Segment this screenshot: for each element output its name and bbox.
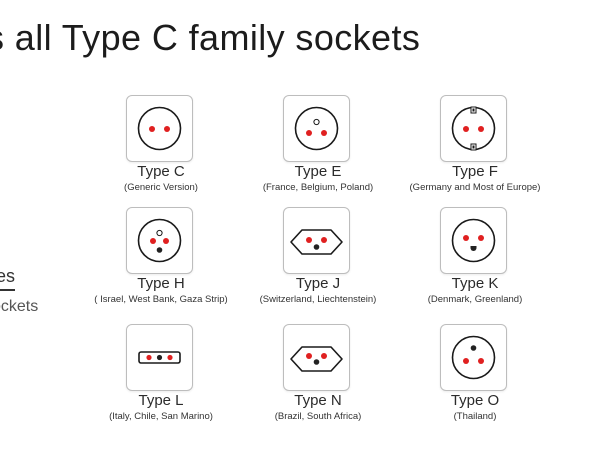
type-l-socket-icon bbox=[138, 351, 181, 364]
socket-countries: (Thailand) bbox=[453, 411, 497, 422]
socket-countries: (Germany and Most of Europe) bbox=[409, 182, 541, 193]
socket-countries: ( Israel, West Bank, Gaza Strip) bbox=[94, 294, 228, 305]
socket-name: Type J bbox=[295, 275, 341, 292]
type-c-socket-icon bbox=[137, 106, 182, 151]
socket-name: Type O bbox=[450, 392, 500, 409]
type-e-socket-icon bbox=[294, 106, 339, 151]
socket-card-type-l: Type L (Italy, Chile, San Marino) bbox=[86, 324, 236, 434]
type-n-socket-icon bbox=[290, 346, 343, 372]
socket-card-type-j: Type J (Switzerland, Liechtenstein) bbox=[243, 207, 393, 317]
socket-name: Type L bbox=[138, 392, 184, 409]
socket-countries: (France, Belgium, Poland) bbox=[262, 182, 374, 193]
socket-name: Type C bbox=[137, 163, 185, 180]
socket-card-type-f: Type F (Germany and Most of Europe) bbox=[400, 95, 550, 205]
type-o-socket-icon bbox=[451, 335, 496, 380]
socket-countries: (Brazil, South Africa) bbox=[274, 411, 362, 422]
side-menu-sublabel: ockets bbox=[0, 298, 39, 315]
socket-countries: (Denmark, Greenland) bbox=[427, 294, 523, 305]
side-menu-underline bbox=[0, 289, 15, 291]
socket-countries: (Generic Version) bbox=[124, 182, 198, 193]
socket-card-type-o: Type O (Thailand) bbox=[400, 324, 550, 434]
type-f-socket-icon bbox=[451, 106, 496, 151]
type-j-socket-icon bbox=[290, 229, 343, 255]
socket-countries: (Switzerland, Liechtenstein) bbox=[259, 294, 377, 305]
socket-countries: (Italy, Chile, San Marino) bbox=[109, 411, 213, 422]
type-k-socket-icon bbox=[451, 218, 496, 263]
socket-name: Type F bbox=[452, 163, 498, 180]
socket-name: Type H bbox=[137, 275, 185, 292]
socket-card-type-c: Type C (Generic Version) bbox=[86, 95, 236, 205]
socket-name: Type E bbox=[294, 163, 342, 180]
socket-name: Type N bbox=[294, 392, 342, 409]
socket-card-type-n: Type N (Brazil, South Africa) bbox=[243, 324, 393, 434]
socket-card-type-k: Type K (Denmark, Greenland) bbox=[400, 207, 550, 317]
headline: s all Type C family sockets bbox=[0, 17, 421, 58]
socket-card-type-h: Type H ( Israel, West Bank, Gaza Strip) bbox=[86, 207, 236, 317]
socket-name: Type K bbox=[451, 275, 499, 292]
socket-card-type-e: Type E (France, Belgium, Poland) bbox=[243, 95, 393, 205]
side-menu-label[interactable]: es bbox=[0, 266, 16, 286]
type-h-socket-icon bbox=[137, 218, 182, 263]
